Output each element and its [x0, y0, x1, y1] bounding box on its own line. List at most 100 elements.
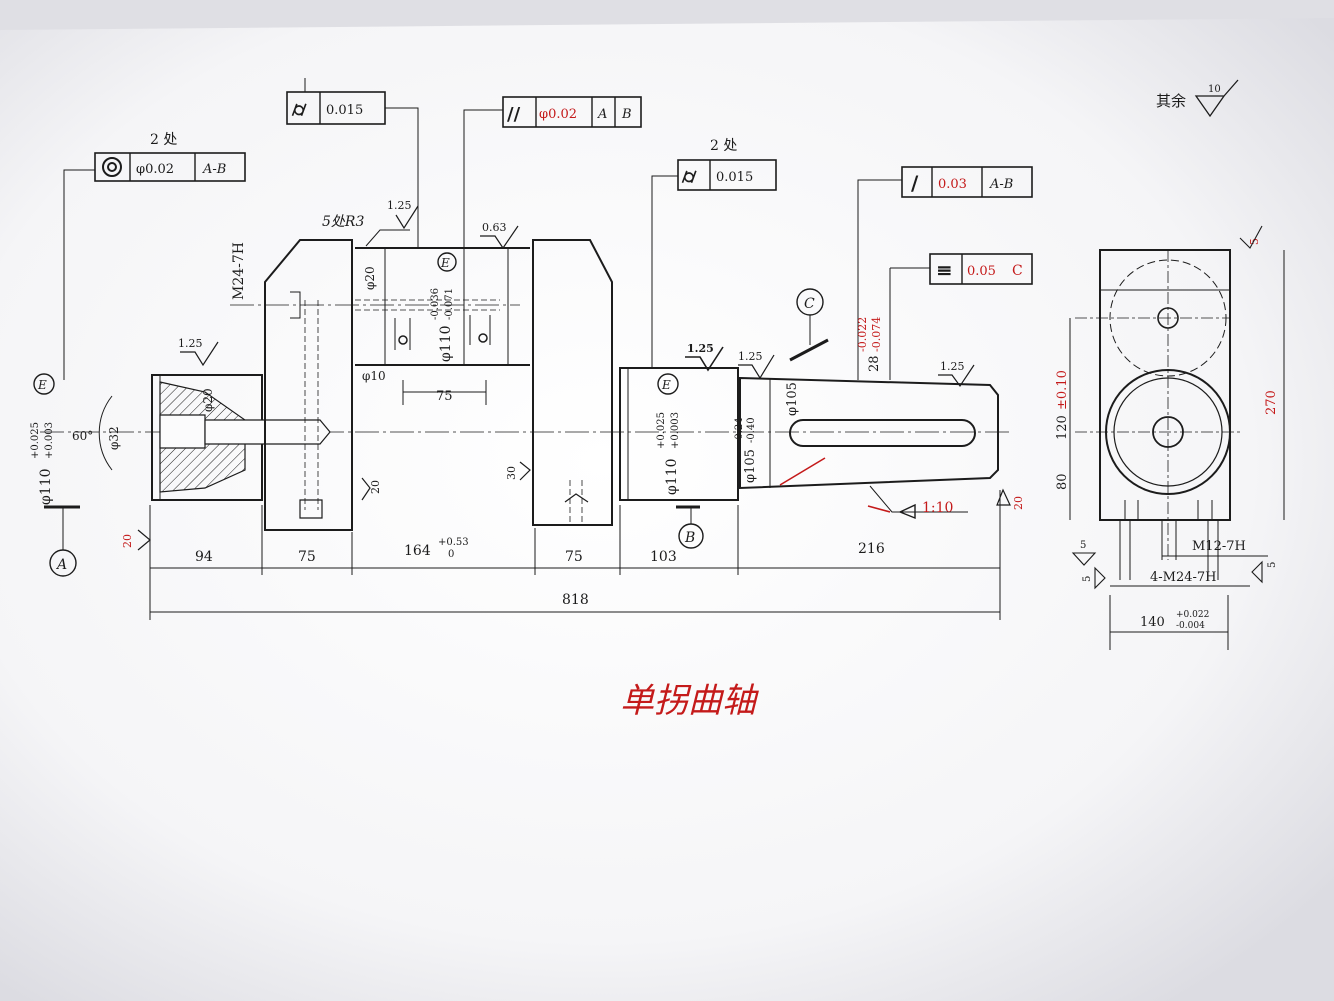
svg-text:164: 164: [404, 543, 431, 559]
symmetry-tolerance: 0.05: [967, 264, 996, 279]
svg-text:20: 20: [1012, 496, 1025, 510]
cyl-right-tolerance: 0.015: [716, 170, 753, 185]
left-crank-web: [264, 239, 353, 531]
svg-text:+0.53: +0.53: [438, 537, 469, 548]
fillet-label: 5处R3: [322, 214, 364, 230]
cylindricity-icon-right: ⌭: [681, 164, 697, 188]
svg-text:+0.003: +0.003: [670, 412, 681, 449]
svg-text:0.63: 0.63: [482, 221, 507, 234]
svg-text:1.25: 1.25: [178, 337, 203, 350]
taper-diameter-label: φ105 -0.24 -0.40: [734, 417, 758, 483]
circular-runout-tolerance: 0.03: [938, 177, 967, 192]
svg-text:20: 20: [121, 534, 134, 548]
thread-4m24-label: 4-M24-7H: [1150, 570, 1217, 585]
taper-ratio-label: 1:10: [922, 500, 953, 516]
dim-75-inner: 75: [436, 389, 453, 404]
runout-datum: A-B: [202, 162, 226, 177]
roughness-symbol-2: 0.63: [480, 221, 519, 250]
envelope-e-left: E: [37, 378, 47, 392]
svg-text:φ110: φ110: [438, 325, 454, 362]
right-journal-diameter-label: φ110 +0.025 +0.003: [656, 412, 681, 495]
dia20-left-label: φ20: [201, 388, 215, 412]
gdt-cylindricity-right: 2 处 ⌭ 0.015: [651, 138, 777, 368]
svg-text:5: 5: [1082, 576, 1093, 582]
angle-60-label: 60°: [72, 429, 93, 443]
gdt-circular-runout: / 0.03 A-B: [857, 166, 1033, 380]
svg-text:+0.025: +0.025: [656, 412, 667, 449]
svg-text:±0.10: ±0.10: [1055, 370, 1070, 410]
dim-75b: 75: [565, 549, 583, 565]
svg-text:30: 30: [505, 466, 518, 480]
cyl-left-tolerance: 0.015: [326, 103, 363, 118]
keyway-width-label: 28 -0.022 -0.074: [856, 317, 883, 372]
gdt-cylindricity-left: ⌭ 0.015: [286, 78, 419, 248]
svg-text:+0.025: +0.025: [30, 422, 41, 459]
roughness-symbol-6: 1.25: [938, 360, 975, 388]
left-journal-diameter-label: φ110 +0.025 +0.003: [30, 422, 55, 505]
roughness-symbol-1: 1.25: [387, 199, 419, 230]
thread-m12-label: M12-7H: [1192, 539, 1246, 554]
dim-80: 80: [1055, 473, 1070, 490]
circular-runout-datum: A-B: [989, 177, 1013, 192]
svg-text:1.25: 1.25: [738, 350, 763, 363]
dia32-label: φ32: [107, 426, 121, 450]
left-journal: [151, 374, 263, 501]
svg-text:+0.022: +0.022: [1176, 610, 1209, 620]
svg-text:-0.022: -0.022: [856, 317, 869, 352]
right-crank-web: [532, 239, 613, 526]
runout-tolerance: φ0.02: [136, 162, 174, 177]
svg-text:φ110: φ110: [38, 468, 54, 505]
svg-text:1.25: 1.25: [940, 360, 965, 373]
svg-text:-0.071: -0.071: [444, 288, 455, 320]
dim-103: 103: [650, 549, 677, 565]
dim-270: 270: [1264, 390, 1279, 415]
dim-120: 120 ±0.10: [1055, 370, 1070, 440]
crankshaft-main-view: [40, 239, 1010, 531]
two-places-note: 2 处: [150, 132, 177, 148]
pin-diameter-label: φ110 -0.036 -0.071: [430, 288, 455, 362]
thread-m24-label: M24-7H: [231, 242, 247, 300]
svg-text:φ110: φ110: [664, 458, 680, 495]
dim-216: 216: [858, 541, 885, 557]
svg-text:-0.40: -0.40: [746, 417, 757, 443]
handwritten-part-name: 单拐曲轴: [620, 681, 759, 721]
circular-runout-icon: /: [911, 171, 919, 195]
svg-text:1.25: 1.25: [387, 199, 412, 212]
taper-small-dia-label: φ105: [785, 382, 800, 416]
svg-text:1.25: 1.25: [687, 342, 714, 355]
symmetry-datum: C: [1012, 263, 1023, 279]
taper-shaft: [739, 376, 999, 490]
datum-c-label: C: [804, 296, 815, 312]
keyway-slot: [789, 419, 976, 447]
svg-text:5: 5: [1080, 540, 1086, 551]
parallel-tolerance: φ0.02: [539, 107, 577, 122]
bottom-dimensions: 94 75 164 +0.53 0 75 103 216 818: [149, 490, 1001, 620]
svg-text:-0.24: -0.24: [734, 417, 745, 443]
svg-text:5: 5: [1248, 238, 1261, 245]
envelope-e-pin: E: [440, 256, 450, 270]
roughness-symbol-8: 30: [505, 461, 531, 481]
other-surfaces-label: 其余: [1156, 92, 1186, 110]
dim-164: 164 +0.53 0: [404, 537, 469, 560]
envelope-e-right: E: [661, 378, 671, 392]
dia20-top-label: φ20: [363, 266, 377, 290]
datum-a-label: A: [55, 557, 67, 573]
svg-text:5: 5: [1267, 562, 1278, 568]
dim-94: 94: [195, 549, 213, 565]
svg-text:-0.074: -0.074: [870, 317, 883, 352]
paper-sheet: [0, 18, 1334, 1001]
two-places-note-right: 2 处: [710, 138, 737, 154]
crank-pin: [355, 247, 530, 366]
right-journal: [619, 367, 739, 501]
other-roughness-value: 10: [1208, 84, 1221, 95]
svg-text:-0.004: -0.004: [1176, 621, 1205, 631]
dim-140: 140 +0.022 -0.004: [1140, 610, 1209, 631]
gdt-symmetry: ≡ 0.05 C: [890, 253, 1033, 285]
svg-text:120: 120: [1055, 415, 1070, 440]
gdt-parallelism: // φ0.02 A B: [463, 96, 642, 365]
roughness-symbol-5: 1.25: [738, 350, 775, 380]
svg-text:φ105: φ105: [743, 449, 758, 483]
svg-text:140: 140: [1140, 615, 1165, 630]
dim-818: 818: [562, 592, 589, 608]
